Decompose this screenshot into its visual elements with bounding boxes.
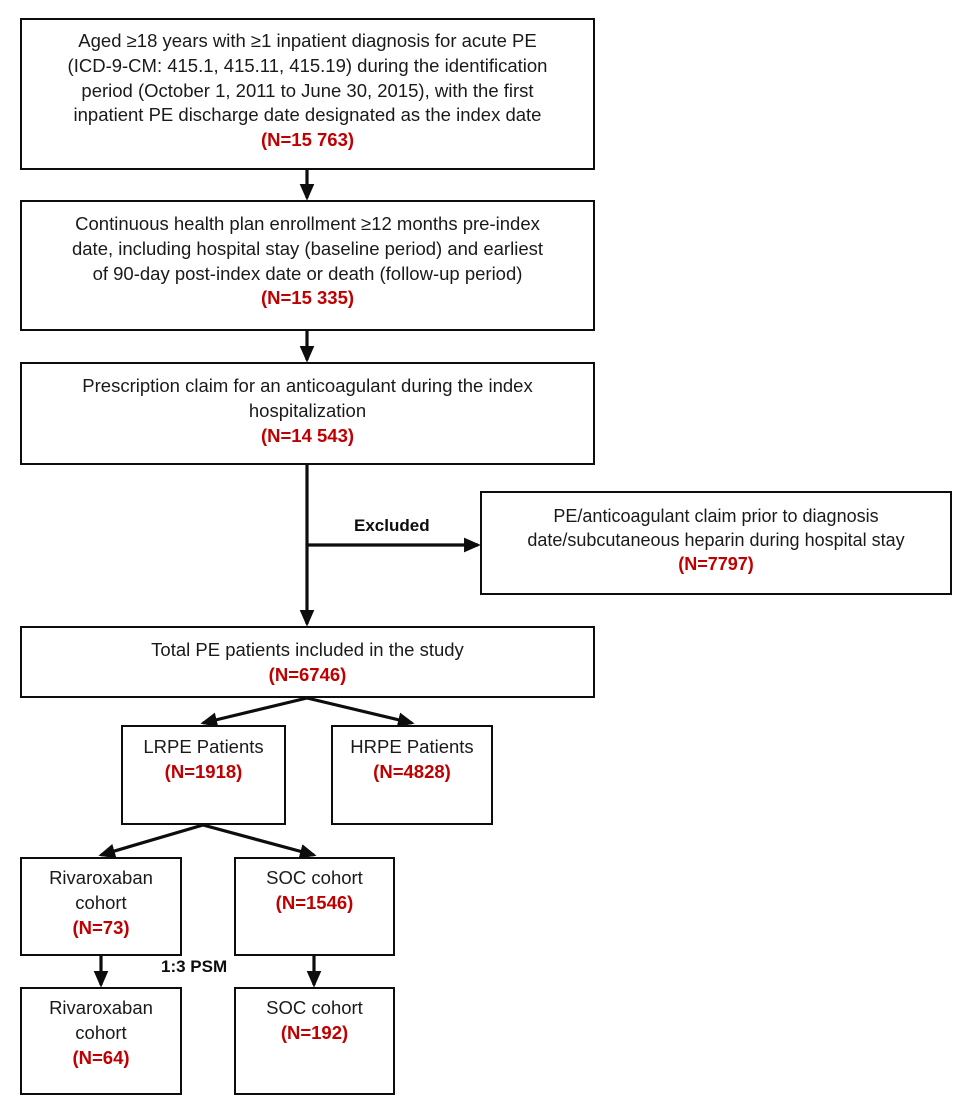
node-count: (N=1546) (275, 891, 354, 913)
node-text: Continuous health plan enrollment ≥12 mo… (71, 213, 543, 284)
node-soc-cohort-pre-match: SOC cohort (N=1546) (234, 857, 395, 956)
edge-label-excluded: Excluded (354, 516, 430, 535)
node-count: (N=73) (72, 916, 130, 938)
node-screening-criteria-1: Aged ≥18 years with ≥1 inpatient diagnos… (20, 18, 595, 170)
node-text: PE/anticoagulant claim prior to diagnosi… (527, 506, 905, 551)
node-count: (N=14 543) (260, 424, 355, 446)
node-text: SOC cohort (266, 997, 363, 1018)
node-count: (N=15 335) (260, 287, 355, 309)
node-text: SOC cohort (266, 867, 363, 888)
node-count: (N=192) (280, 1021, 349, 1043)
node-text: Rivaroxaban cohort (49, 867, 153, 913)
node-hrpe-patients: HRPE Patients (N=4828) (331, 725, 493, 825)
node-count: (N=6746) (268, 663, 347, 685)
node-total-pe-patients: Total PE patients included in the study … (20, 626, 595, 698)
node-count: (N=64) (72, 1046, 130, 1068)
node-soc-cohort-post-match: SOC cohort (N=192) (234, 987, 395, 1095)
node-text: Rivaroxaban cohort (49, 997, 153, 1043)
node-screening-criteria-2: Continuous health plan enrollment ≥12 mo… (20, 200, 595, 331)
node-rivaroxaban-cohort-pre-match: Rivaroxaban cohort (N=73) (20, 857, 182, 956)
node-screening-criteria-3: Prescription claim for an anticoagulant … (20, 362, 595, 465)
node-count: (N=15 763) (260, 129, 355, 151)
node-excluded-patients: PE/anticoagulant claim prior to diagnosi… (480, 491, 952, 595)
node-text: LRPE Patients (143, 736, 264, 757)
node-count: (N=7797) (678, 554, 754, 575)
node-count: (N=4828) (373, 760, 451, 782)
node-text: Aged ≥18 years with ≥1 inpatient diagnos… (67, 30, 548, 126)
edge-label-psm: 1:3 PSM (161, 957, 228, 976)
node-count: (N=1918) (164, 760, 243, 782)
node-rivaroxaban-cohort-post-match: Rivaroxaban cohort (N=64) (20, 987, 182, 1095)
node-text: Total PE patients included in the study (151, 639, 464, 660)
node-text: Prescription claim for an anticoagulant … (82, 375, 533, 421)
node-text: HRPE Patients (350, 736, 474, 757)
node-lrpe-patients: LRPE Patients (N=1918) (121, 725, 286, 825)
